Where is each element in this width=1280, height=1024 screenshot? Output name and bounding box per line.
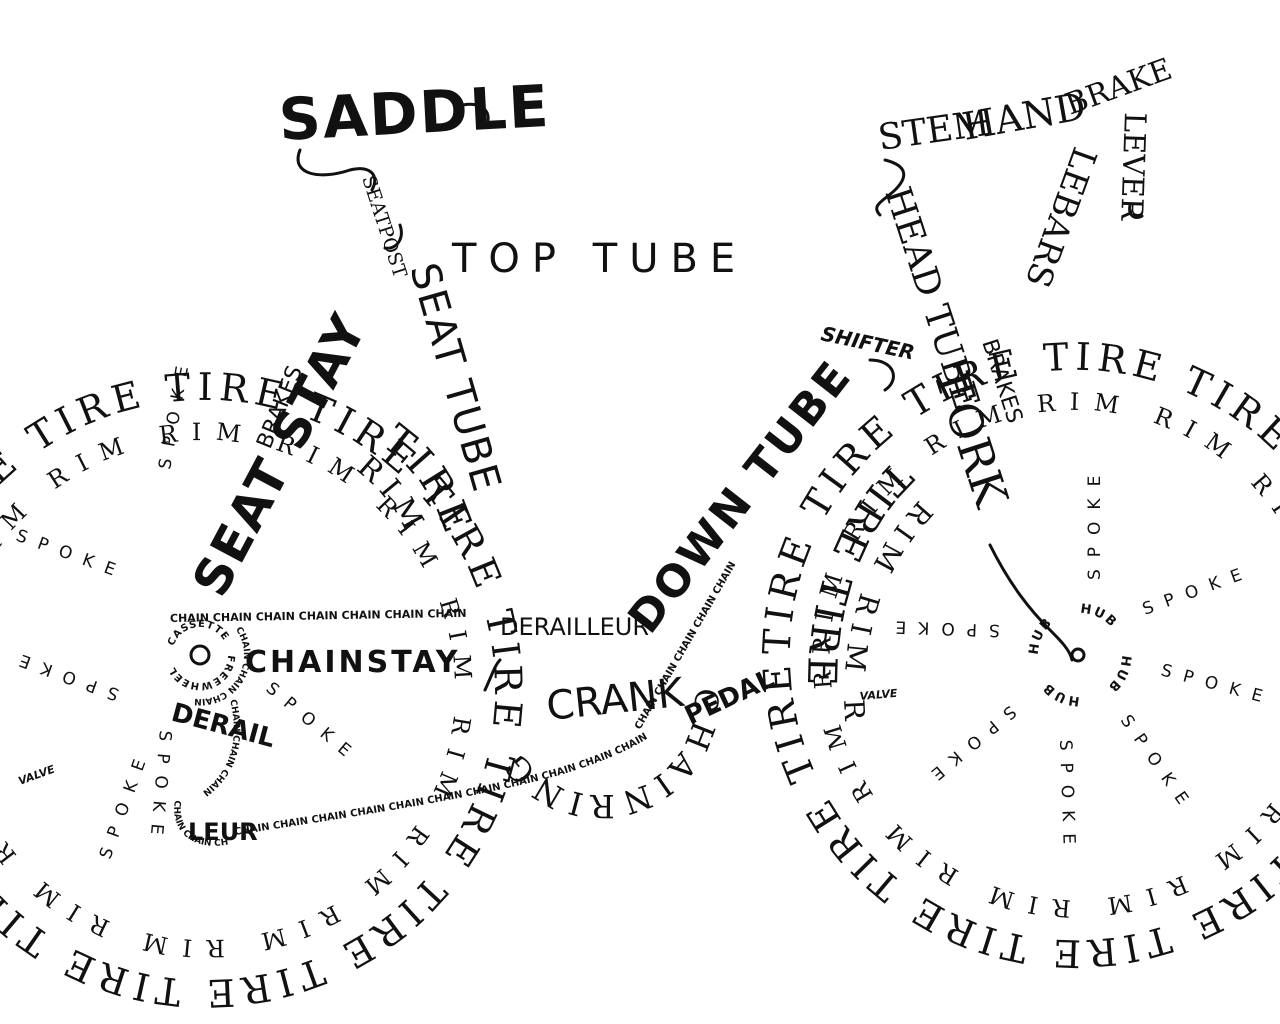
cog-center <box>189 644 211 666</box>
rear-valve: VALVE <box>17 763 57 788</box>
front-valve: VALVE <box>859 687 898 703</box>
rear-spoke-5: SPOKE <box>262 679 364 769</box>
shifter-label: SHIFTER <box>819 321 917 364</box>
hub-text-4: HUB <box>1040 679 1081 709</box>
front-spoke-1: SPOKE <box>1085 464 1105 580</box>
rear-spoke-2: SPOKE <box>13 526 129 585</box>
hub-text-2: HUB <box>1079 602 1120 632</box>
lever-swash <box>1128 203 1144 219</box>
front-spoke-4: SPOKE <box>1116 711 1199 818</box>
seat-stay-label: SEAT STAY <box>181 304 378 606</box>
seatpost-swash <box>383 223 403 250</box>
front-spoke-6: SPOKE <box>918 701 1020 791</box>
top-tube-label: TOP TUBE <box>451 236 747 282</box>
chain-top: CHAIN CHAIN CHAIN CHAIN CHAIN CHAIN CHAI… <box>170 607 467 625</box>
saddle-swash <box>296 148 377 192</box>
rear-spoke-4: SPOKE <box>145 730 175 848</box>
hub-axle <box>1070 647 1086 663</box>
front-spoke-7: SPOKE <box>883 616 1000 640</box>
front-spoke-5: SPOKE <box>1055 739 1079 856</box>
freewheel-label: FREEWHEEL <box>167 655 236 692</box>
rear-spoke-3: SPOKE <box>6 646 122 705</box>
fork-dropout <box>988 543 1074 662</box>
chainstay-swash <box>483 658 502 692</box>
front-spoke-3: SPOKE <box>1159 661 1277 710</box>
lever-label: LEVER <box>1113 112 1152 223</box>
stem-swash <box>875 158 906 217</box>
hub-text-3: HUB <box>1104 654 1134 695</box>
chainstay-label: CHAINSTAY <box>245 645 460 680</box>
seatpost-label: SEATPOST <box>357 173 411 281</box>
handlebars-rest: LEBARS <box>1017 142 1104 293</box>
front-spoke-2: SPOKE <box>1140 561 1256 620</box>
derailleur-label: DERAILLEUR <box>500 613 649 641</box>
shifter-swash <box>868 358 895 392</box>
rear-derail-label: DERAIL <box>168 698 278 754</box>
saddle-tail <box>453 102 490 122</box>
saddle-label: SADDLE <box>277 72 552 154</box>
rear-leur-label: LEUR <box>188 818 258 846</box>
